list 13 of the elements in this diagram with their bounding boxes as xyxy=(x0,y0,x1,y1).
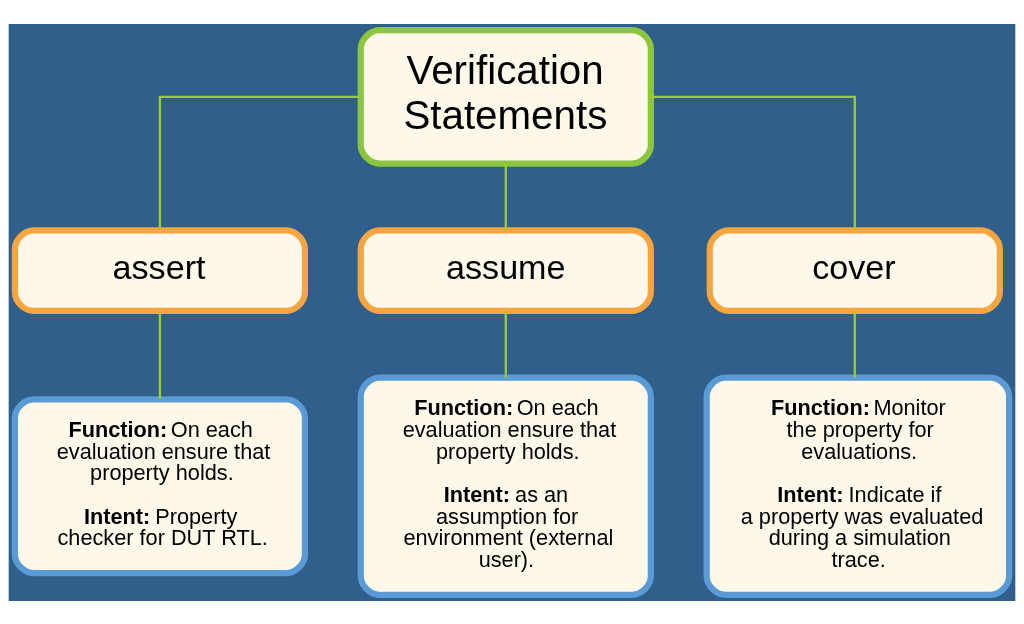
node-box: cover xyxy=(706,226,1003,314)
node-box: Function: On each evaluation ensure that property holds. Intent: Property checker for DUT RTL. xyxy=(11,395,309,576)
node-box: Verification Statements xyxy=(357,26,654,167)
connector xyxy=(158,95,361,230)
connector xyxy=(504,163,507,230)
node-box: assert xyxy=(11,226,309,314)
connector xyxy=(504,310,507,378)
node-box: assume xyxy=(357,226,654,314)
connector xyxy=(651,95,856,230)
node-box: Function: Monitor the property for evaluations. Intent: Indicate if a property was evaluated during a simulation trace. xyxy=(703,374,1013,598)
connector xyxy=(158,310,162,399)
node-box: Function: On each evaluation ensure that property holds. Intent: as an assumption for environment (external user). xyxy=(357,374,654,598)
connector xyxy=(853,310,856,378)
